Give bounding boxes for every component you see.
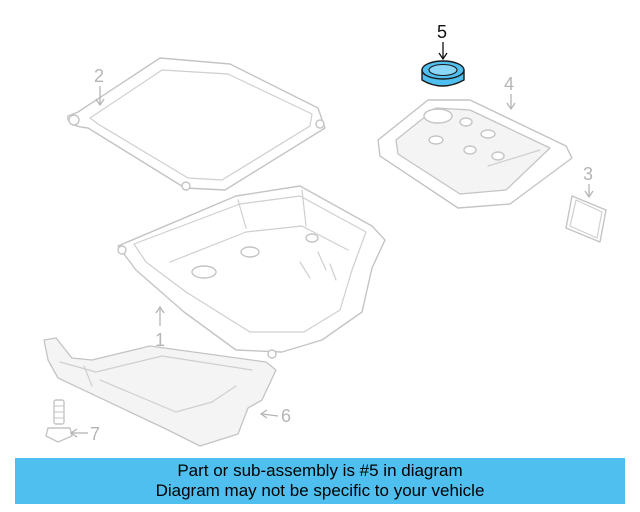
part-7-bolt[interactable] [45, 399, 73, 443]
info-banner: Part or sub-assembly is #5 in diagram Di… [15, 458, 625, 504]
banner-line-1: Part or sub-assembly is #5 in diagram [177, 461, 463, 480]
part-6-protector[interactable] [43, 337, 277, 447]
part-4-strainer[interactable] [377, 99, 573, 209]
callout-5-label: 5 [437, 22, 447, 42]
callout-7[interactable]: 7 [69, 424, 100, 444]
part-5-seal[interactable] [421, 60, 465, 87]
callout-7-label: 7 [90, 424, 100, 444]
callout-4[interactable]: 4 [504, 74, 516, 111]
callout-1-label: 1 [155, 330, 165, 350]
callout-5[interactable]: 5 [437, 22, 448, 61]
callout-6[interactable]: 6 [259, 406, 291, 426]
part-3-plate[interactable] [565, 195, 607, 243]
callout-6-label: 6 [281, 406, 291, 426]
callout-3[interactable]: 3 [583, 164, 594, 199]
callout-2-label: 2 [94, 66, 104, 86]
callout-1[interactable]: 1 [155, 305, 165, 350]
callout-3-label: 3 [583, 164, 593, 184]
part-2-gasket[interactable] [67, 57, 326, 191]
part-1-oil-pan[interactable] [117, 185, 386, 359]
callout-2[interactable]: 2 [94, 66, 105, 107]
callout-4-label: 4 [504, 74, 514, 94]
banner-line-2: Diagram may not be specific to your vehi… [155, 481, 485, 500]
